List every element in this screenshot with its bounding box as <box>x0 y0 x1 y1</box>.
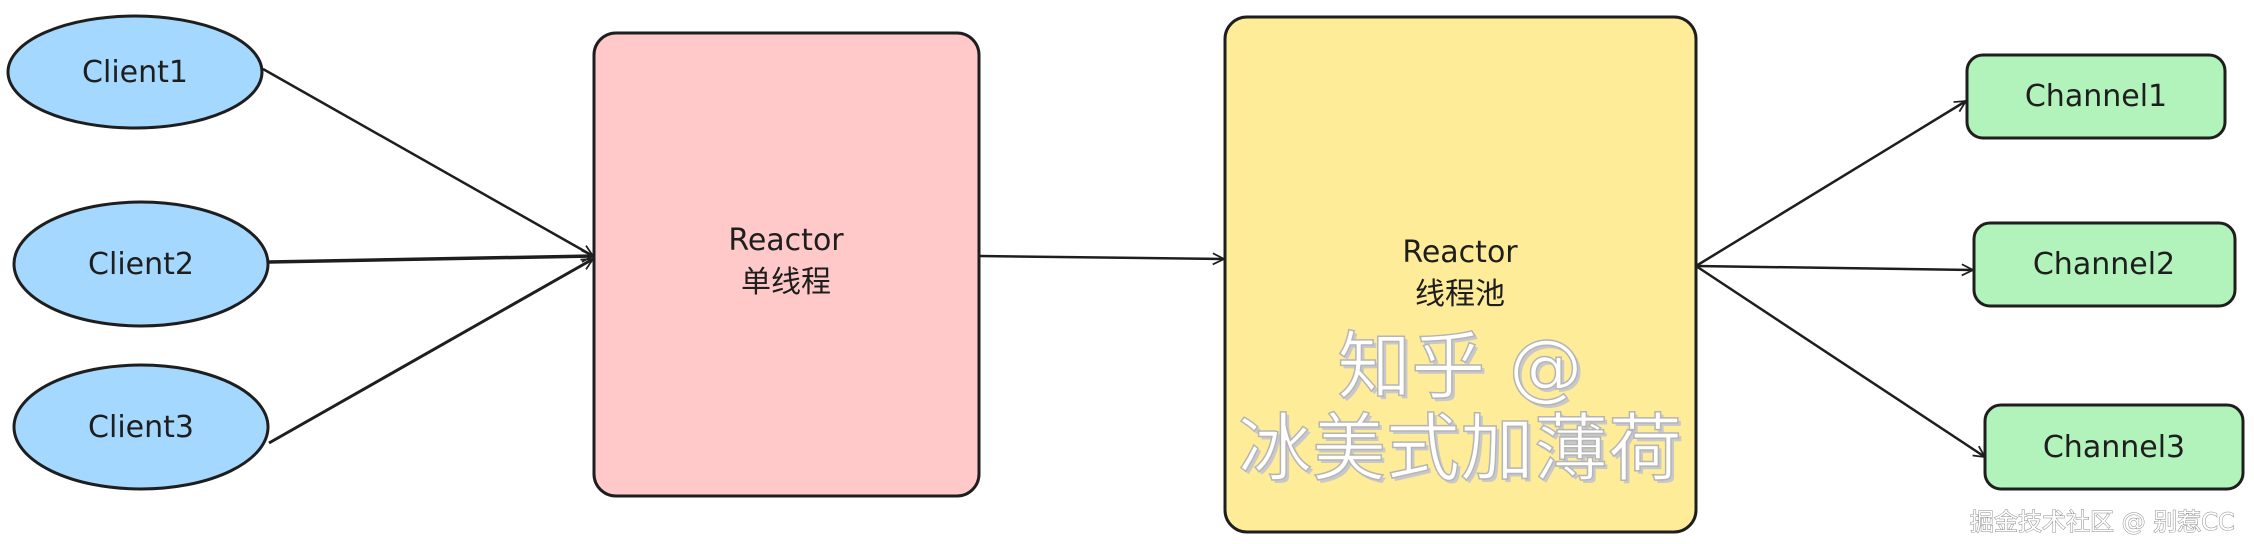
channel-node-1: Channel1 <box>1965 53 2227 140</box>
reactor-pool-subtitle: 线程池 <box>1415 277 1505 312</box>
client-label: Client2 <box>88 247 194 282</box>
channel-label: Channel2 <box>2033 247 2175 282</box>
edge-pool-channel3 <box>1695 264 1985 457</box>
client-label: Client3 <box>88 410 194 445</box>
channel-box <box>1983 403 2245 491</box>
edge-pool-channel2 <box>1695 266 1973 270</box>
channel-label: Channel3 <box>2043 430 2185 465</box>
client-node-1: Client1 <box>6 14 264 130</box>
channel-node-2: Channel2 <box>1972 221 2237 308</box>
reactor-single-title: Reactor <box>728 223 844 258</box>
client-node-3: Client3 <box>12 363 270 491</box>
reactor-pool-title: Reactor <box>1402 235 1518 270</box>
edge-client1-reactor <box>262 67 593 258</box>
edge-client2-reactor <box>268 256 593 264</box>
channel-box <box>1972 221 2237 308</box>
reactor-single-box <box>592 31 981 498</box>
channel-node-3: Channel3 <box>1983 403 2245 491</box>
edge-pool-channel1 <box>1695 99 1966 268</box>
reactor-single-thread-node: Reactor 单线程 <box>592 31 981 498</box>
client-ellipse <box>12 200 270 328</box>
zhihu-watermark: 知乎 @冰美式加薄荷 <box>1237 324 1683 492</box>
client-label: Client1 <box>82 55 188 90</box>
reactor-thread-pool-node: Reactor 线程池 <box>1223 15 1698 534</box>
edge-client3-reactor <box>268 257 593 445</box>
client-ellipse <box>12 363 270 491</box>
client-node-2: Client2 <box>12 200 270 328</box>
juejin-watermark: 掘金技术社区 @ 别惹CC <box>1970 508 2235 536</box>
reactor-pool-box <box>1223 15 1698 534</box>
channel-box <box>1965 53 2227 140</box>
reactor-single-subtitle: 单线程 <box>741 265 831 300</box>
edge-reactor-pool <box>978 256 1224 259</box>
client-ellipse <box>6 14 264 130</box>
channel-label: Channel1 <box>2025 79 2167 114</box>
